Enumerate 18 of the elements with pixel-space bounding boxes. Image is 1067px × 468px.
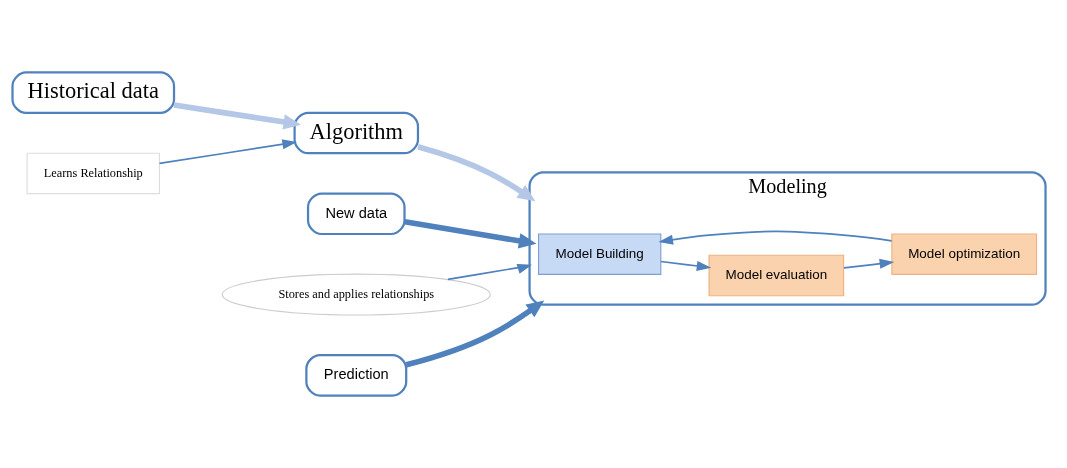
arrow xyxy=(404,218,537,249)
arrow xyxy=(158,139,297,165)
arrow xyxy=(417,144,536,202)
node-box: Model Building xyxy=(538,233,662,275)
arrow xyxy=(405,300,545,368)
node-box: Algorithm xyxy=(293,111,420,155)
arrow xyxy=(447,264,532,281)
node-ellipse: Stores and applies relationships xyxy=(221,273,491,316)
arrow xyxy=(660,260,712,271)
node-box: Learns Relationship xyxy=(26,152,160,195)
node-box: Historical data xyxy=(11,71,176,114)
arrow xyxy=(173,102,302,130)
node-box: Prediction xyxy=(305,354,408,397)
node-box: New data xyxy=(306,192,406,236)
node-box: Model evaluation xyxy=(708,254,845,297)
node-box: Model optimization xyxy=(891,233,1038,275)
arrow xyxy=(658,230,893,245)
arrow xyxy=(843,258,895,269)
